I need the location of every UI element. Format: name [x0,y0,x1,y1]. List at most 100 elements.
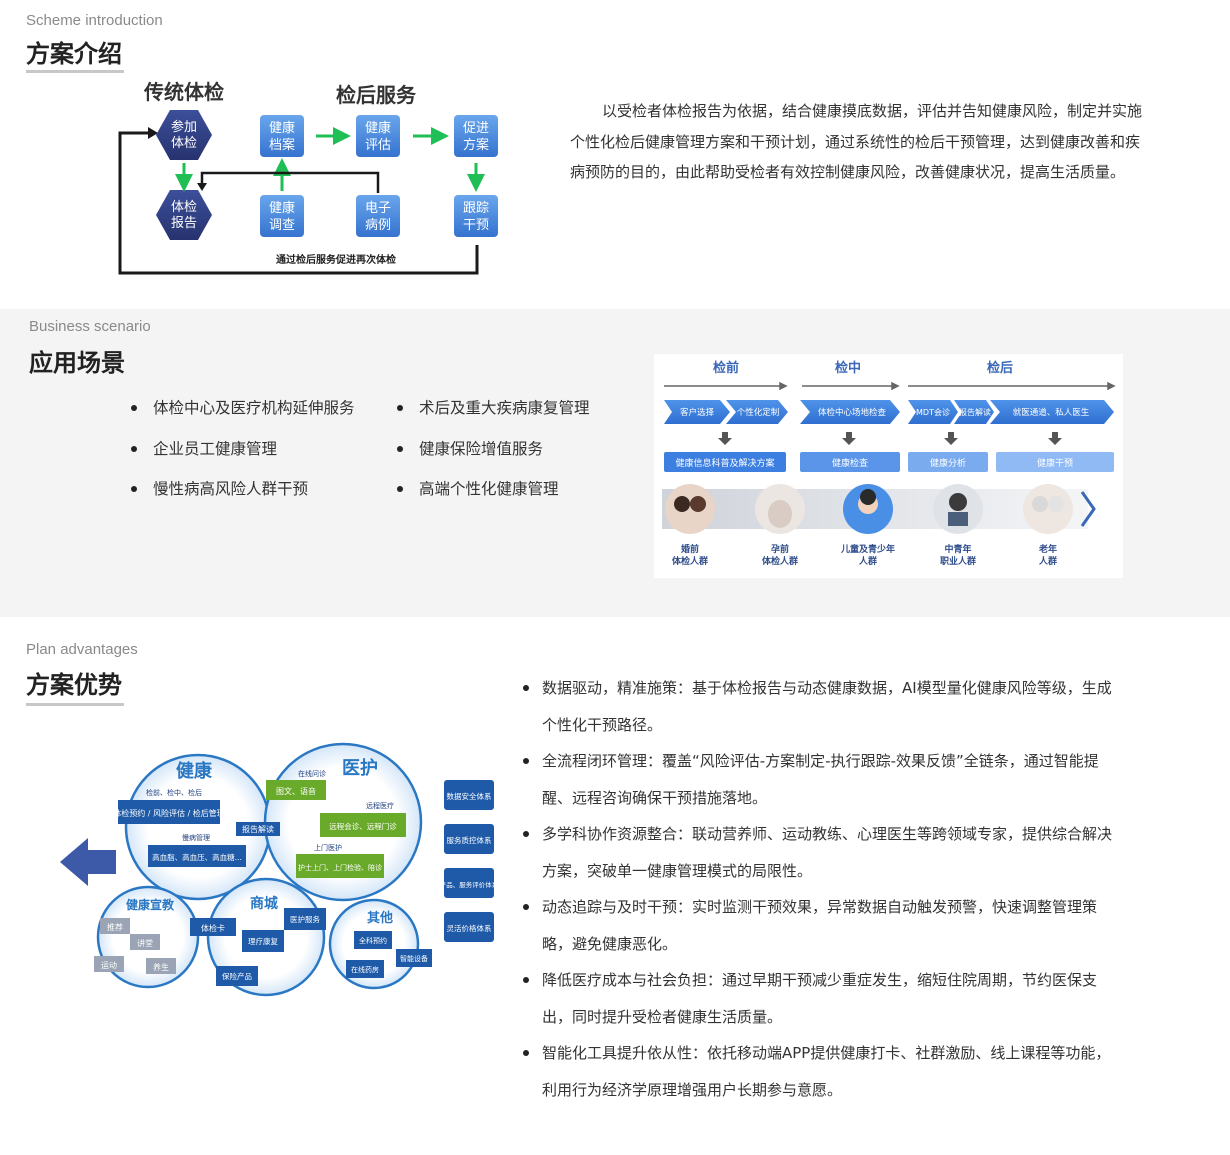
svg-text:体检: 体检 [171,136,197,151]
svg-text:体检: 体检 [171,200,197,215]
scenario-list-right: 术后及重大疾病康复管理 健康保险增值服务 高端个性化健康管理 [397,397,590,519]
loop-arrowhead [148,127,158,139]
medical-title: 医护 [342,757,378,779]
mall-item: 医护服务 [284,908,326,930]
svg-text:MDT会诊: MDT会诊 [916,407,950,417]
edu-item: 讲堂 [130,934,160,950]
box-emr: 电子 病例 [356,195,400,237]
box-health-eval: 健康 评估 [356,115,400,157]
avatar-worker: 中青年 职业人群 [933,484,983,567]
list-item: 慢性病高风险人群干预 [131,478,355,519]
svg-text:报告解读: 报告解读 [959,407,991,417]
step-chevron: 个性化定制 [726,400,788,424]
svg-text:健康信息科普及解决方案: 健康信息科普及解决方案 [675,457,774,469]
list-item: 体检中心及医疗机构延伸服务 [131,397,355,438]
side-box: 服务质控体系 [444,824,494,854]
line-emr-to-report [200,171,380,193]
box-promotion-plan: 促进 方案 [454,115,498,157]
svg-text:理疗康复: 理疗康复 [248,936,278,946]
svg-text:跟踪: 跟踪 [463,201,489,216]
health-tag: 检前、检中、检后 [146,788,202,797]
list-item: 数据驱动，精准施策：基于体检报告与动态健康数据，AI模型量化健康风险等级，生成个… [522,670,1122,743]
mall-item: 保险产品 [216,966,258,986]
svg-text:体检人群: 体检人群 [762,555,798,567]
svg-text:婚前: 婚前 [681,543,699,555]
medical-box-remote [320,813,406,837]
svg-text:职业人群: 职业人群 [940,555,976,567]
svg-text:电子: 电子 [365,201,391,216]
intro-paragraph: 以受检者体检报告为依据，结合健康摸底数据，评估并告知健康风险，制定并实施个性化检… [570,102,1143,181]
svg-text:运动: 运动 [101,960,117,970]
band-chevron-icon [1080,491,1096,527]
svg-text:参加: 参加 [171,119,197,135]
result-bar: 健康分析 [908,452,988,472]
intro-title-underline [26,70,124,73]
svg-text:服务质控体系: 服务质控体系 [447,835,492,845]
other-item: 在线药房 [346,960,384,978]
svg-text:体检中心场地检查: 体检中心场地检查 [818,407,887,418]
svg-text:客户选择: 客户选择 [680,407,715,418]
advantages-en-title: Plan advantages [26,641,138,658]
svg-text:人群: 人群 [858,555,877,567]
side-box: 数据安全体系 [444,780,494,810]
medical-box-home [296,854,384,878]
intro-title: 方案介绍 [26,40,122,68]
loop-line [118,131,479,275]
result-bar: 健康干预 [996,452,1114,472]
medical-box-remote-label: 远程会诊、远程门诊 [329,821,397,831]
svg-text:健康: 健康 [269,200,295,216]
health-box-booking [118,800,220,824]
svg-text:健康分析: 健康分析 [930,457,966,469]
phase-after: 检后 [987,360,1013,376]
list-item: 多学科协作资源整合：联动营养师、运动教练、心理医生等跨领域专家，提供综合解决方案… [522,816,1122,889]
health-box-chronic [148,845,246,867]
side-box: 灵活价格体系 [444,912,494,942]
result-bar: 健康信息科普及解决方案 [664,452,786,472]
svg-text:健康检查: 健康检查 [832,457,868,469]
advantages-section: Plan advantages 方案优势 健康 医护 健康宣教 商城 其他 检前… [0,617,1230,1155]
arrowhead-emr-report [197,183,207,191]
avatar-elderly: 老年 人群 [1023,484,1073,567]
education-title: 健康宣教 [126,897,175,912]
svg-text:就医通道、私人医生: 就医通道、私人医生 [1013,407,1090,418]
svg-text:医护服务: 医护服务 [290,914,320,924]
svg-text:儿童及青少年: 儿童及青少年 [840,543,895,555]
svg-text:讲堂: 讲堂 [137,938,153,948]
svg-text:全科预约: 全科预约 [359,936,387,945]
svg-text:在线药房: 在线药房 [351,965,379,974]
intro-en-title: Scheme introduction [26,12,163,29]
list-item: 术后及重大疾病康复管理 [397,397,590,438]
health-box-booking-label: 体检预约 / 风险评估 / 检后管理 [113,808,225,818]
svg-text:评估: 评估 [365,138,391,153]
svg-text:灵活价格体系: 灵活价格体系 [447,923,492,933]
edu-item: 运动 [94,956,124,972]
down-arrows [718,432,1062,445]
phase-during: 检中 [835,360,861,376]
svg-text:孕前: 孕前 [771,543,789,555]
loop-label: 通过检后服务促进再次体检 [276,253,396,266]
svg-text:健康: 健康 [269,120,295,136]
other-item: 智能设备 [396,949,432,967]
list-item: 企业员工健康管理 [131,438,355,479]
remote-tag: 远程医疗 [366,801,394,810]
box-health-archive: 健康 档案 [260,115,304,157]
scenario-list-left: 体检中心及医疗机构延伸服务 企业员工健康管理 慢性病高风险人群干预 [131,397,355,519]
other-title: 其他 [367,910,393,926]
svg-text:促进: 促进 [463,121,489,136]
svg-text:推荐: 推荐 [107,922,123,932]
report-box-label: 报告解读 [242,824,274,834]
medical-box-chat [266,780,326,800]
advantages-title-underline [26,703,124,706]
svg-text:保险产品: 保险产品 [222,971,252,981]
svg-text:产品、服务评价体系: 产品、服务评价体系 [440,880,498,889]
scenario-section: Business scenario 应用场景 体检中心及医疗机构延伸服务 企业员… [0,309,1230,617]
svg-text:干预: 干预 [463,218,489,233]
box-tracking-intervention: 跟踪 干预 [454,195,498,237]
svg-text:档案: 档案 [269,138,295,153]
chronic-tag: 慢病管理 [182,833,210,842]
svg-text:方案: 方案 [463,137,489,153]
step-chevron: 报告解读 [954,400,994,424]
result-bar: 健康检查 [800,452,900,472]
avatar-couple: 婚前 体检人群 [665,484,715,567]
step-chevron: MDT会诊 [908,400,958,424]
